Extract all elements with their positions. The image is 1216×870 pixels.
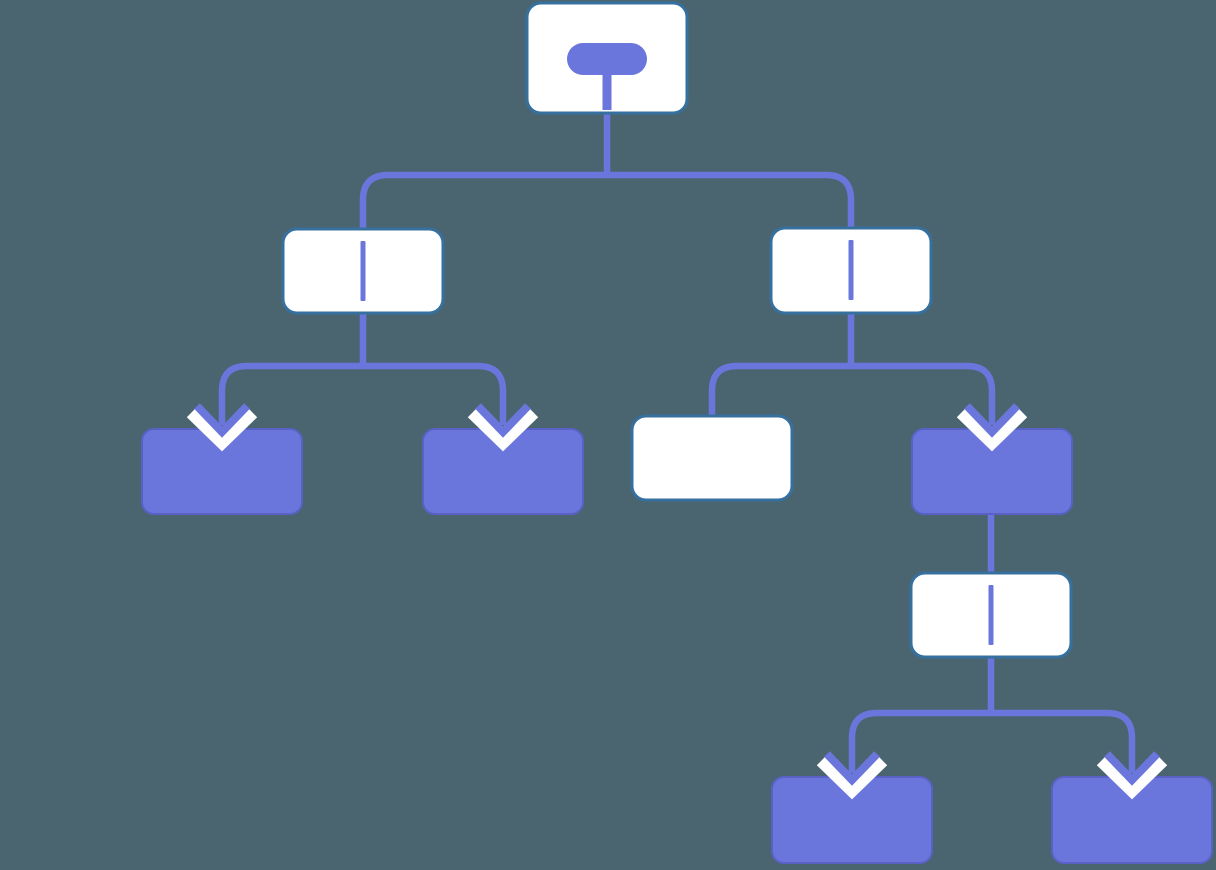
connector-branch-bottom-leaf-6 [991, 709, 1136, 773]
tree-node-branch-right[interactable] [769, 226, 933, 315]
tree-node-root[interactable] [525, 1, 689, 115]
arrows-layer [186, 403, 1168, 800]
chevron-white [186, 408, 258, 452]
connector-branch-left-leaf-2 [363, 362, 507, 425]
pass-through-line [848, 240, 854, 300]
node-box-leaf-3[interactable] [630, 414, 794, 502]
chevron-purple [824, 751, 880, 786]
double-chevron-down-icon [186, 403, 258, 452]
chevron-purple [194, 403, 250, 438]
nodes-layer [141, 1, 1213, 864]
connector-root-branch-left [359, 171, 607, 231]
double-chevron-down-icon [467, 403, 539, 452]
double-chevron-down-icon [956, 403, 1028, 452]
chevron-purple [475, 403, 531, 438]
chevron-white [816, 756, 888, 800]
chevron-white [1096, 756, 1168, 800]
tree-node-branch-bottom[interactable] [909, 571, 1073, 659]
chevron-purple [964, 403, 1020, 438]
double-chevron-down-icon [1096, 751, 1168, 800]
chevron-white [956, 408, 1028, 452]
tree-node-leaf-3[interactable] [630, 414, 794, 502]
edges-layer [218, 113, 1136, 773]
connector-root-branch-right [607, 171, 855, 230]
pass-through-line [360, 241, 366, 301]
pass-through-line [988, 585, 994, 645]
tree-node-branch-left[interactable] [281, 227, 445, 315]
connector-branch-right-node-4 [851, 362, 996, 425]
connector-branch-bottom-leaf-5 [848, 709, 991, 773]
chevron-white [467, 408, 539, 452]
root-pill-stem [602, 72, 612, 110]
root-pill-icon [567, 43, 647, 75]
double-chevron-down-icon [816, 751, 888, 800]
chevron-purple [1104, 751, 1160, 786]
connector-branch-left-leaf-1 [218, 362, 363, 425]
connector-branch-right-leaf-3 [708, 362, 851, 418]
